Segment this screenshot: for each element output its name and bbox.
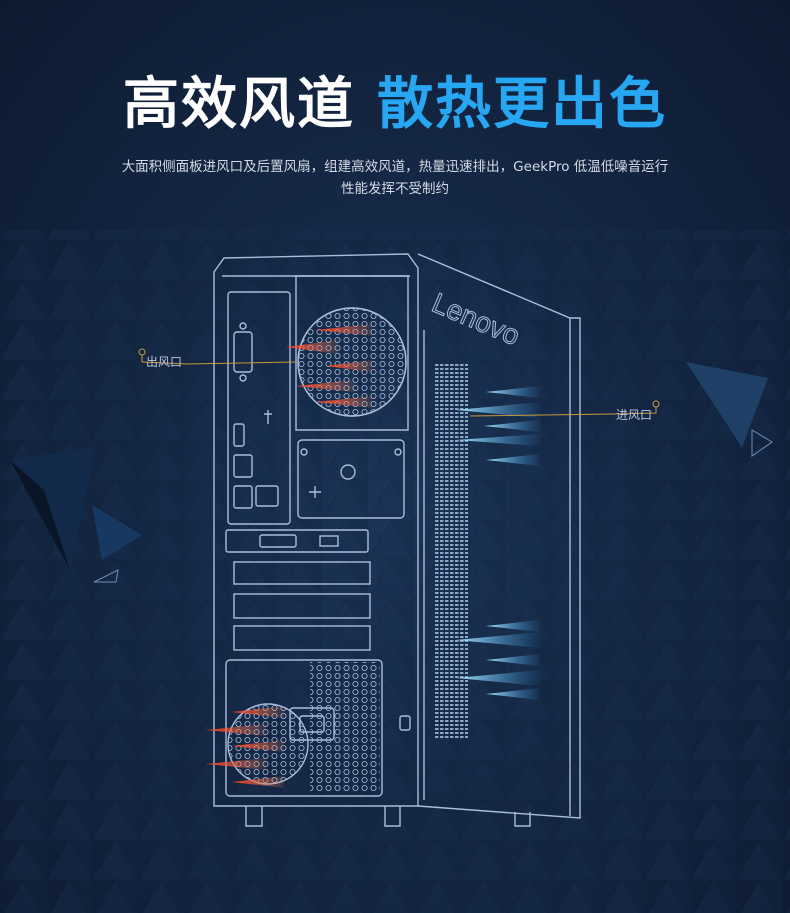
case-outline bbox=[213, 253, 581, 827]
inlet-label: 进风口 bbox=[616, 408, 653, 422]
outlet-callout bbox=[138, 348, 297, 365]
intake-arrows-bottom bbox=[456, 620, 540, 700]
headline: 高效风道散热更出色 bbox=[0, 70, 790, 140]
description: 大面积侧面板进风口及后置风扇，组建高效风道，热量迅速排出，GeekPro 低温低… bbox=[70, 156, 720, 200]
description-line2: 性能发挥不受制约 bbox=[341, 181, 449, 197]
description-line1: 大面积侧面板进风口及后置风扇，组建高效风道，热量迅速排出，GeekPro 低温低… bbox=[121, 159, 669, 175]
brand-logo: Lenovo bbox=[428, 287, 525, 351]
headline-part2: 散热更出色 bbox=[377, 72, 667, 137]
headline-part1: 高效风道 bbox=[123, 72, 355, 137]
exhaust-arrows-fan bbox=[286, 324, 372, 408]
exhaust-arrows-psu bbox=[206, 706, 284, 788]
intake-arrows-top bbox=[456, 386, 540, 466]
outlet-label: 出风口 bbox=[146, 355, 183, 369]
inlet-callout bbox=[469, 400, 660, 417]
side-vent-top bbox=[434, 362, 468, 738]
